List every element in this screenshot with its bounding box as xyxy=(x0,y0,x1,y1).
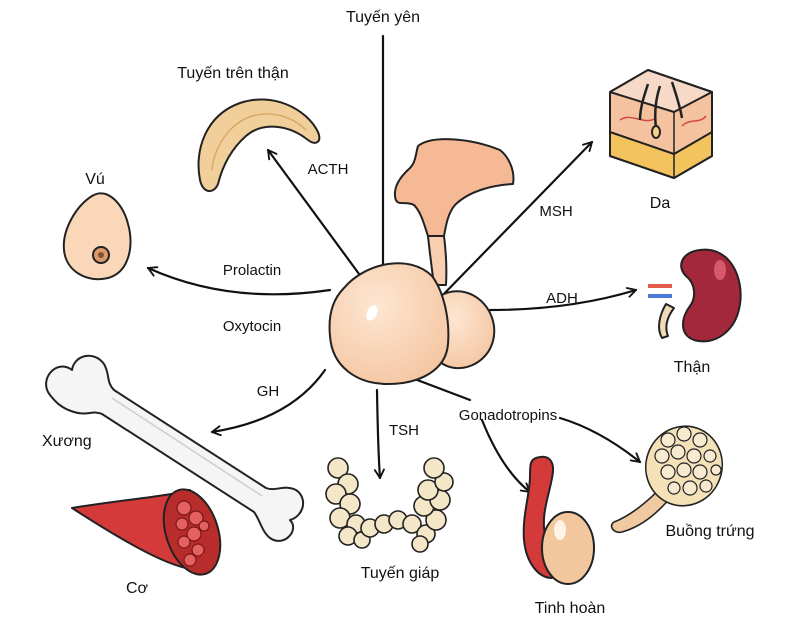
hormone-prolactin: Prolactin xyxy=(223,262,281,279)
arrow-adh xyxy=(488,287,638,312)
breast-label: Vú xyxy=(85,171,105,188)
arrow-gh xyxy=(210,368,327,437)
breast-illustration xyxy=(62,192,132,281)
hypothalamus-stalk-top xyxy=(393,138,515,237)
hormone-gh: GH xyxy=(257,383,280,400)
arrow-acth xyxy=(266,148,364,280)
hormone-adh: ADH xyxy=(546,290,578,307)
hormone-oxytocin: Oxytocin xyxy=(223,318,281,335)
adrenal-gland-illustration xyxy=(197,98,321,192)
bone-illustration xyxy=(45,354,305,542)
kidney-label: Thận xyxy=(674,359,710,376)
hormone-tsh: TSH xyxy=(389,422,419,439)
thyroid-illustration xyxy=(325,457,454,553)
arrows xyxy=(146,34,642,494)
ovary-label: Buồng trứng xyxy=(666,523,755,540)
muscle-illustration xyxy=(71,488,222,576)
arrow-gonadotropins-testis xyxy=(480,418,532,494)
arrow-tsh xyxy=(373,388,385,480)
testis-illustration xyxy=(522,455,595,585)
arrow-gonadotropins-main xyxy=(410,376,472,402)
pituitary-gland xyxy=(328,138,515,385)
adrenal-label: Tuyến trên thận xyxy=(177,65,288,82)
skin-label: Da xyxy=(650,195,671,212)
hormone-gonadotropins: Gonadotropins xyxy=(459,407,557,424)
hormone-msh: MSH xyxy=(539,203,572,220)
testis-label: Tinh hoàn xyxy=(535,600,606,617)
ovary-illustration xyxy=(610,425,724,534)
arrow-gonadotropins-ovary xyxy=(558,416,642,464)
hormone-acth: ACTH xyxy=(308,161,349,178)
arrow-msh xyxy=(436,140,594,302)
muscle-label: Cơ xyxy=(126,580,149,597)
arrow-prolactin xyxy=(146,266,332,296)
bone-label: Xương xyxy=(42,433,92,450)
anterior-lobe xyxy=(328,262,450,385)
kidney-illustration xyxy=(648,248,742,343)
thyroid-label: Tuyến giáp xyxy=(361,565,440,582)
pituitary-highlight xyxy=(366,305,378,321)
pituitary-stalk xyxy=(427,235,448,286)
skin-illustration xyxy=(609,69,713,179)
pituitary-label: Tuyến yên xyxy=(346,9,420,26)
